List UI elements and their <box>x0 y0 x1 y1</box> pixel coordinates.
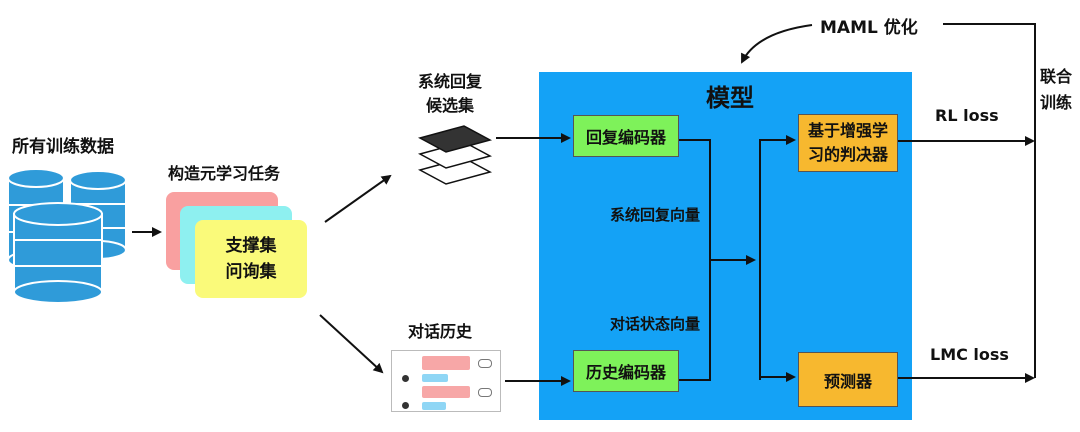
chat-snippet-icon <box>391 350 501 412</box>
support-set-label: 支撑集 <box>225 236 277 256</box>
joint-training-line1: 联合 <box>1039 67 1072 86</box>
bot-avatar-icon <box>478 388 492 397</box>
all-data-label: 所有训练数据 <box>12 137 114 157</box>
history-encoder-box: 历史编码器 <box>573 350 679 392</box>
rl-loss-label: RL loss <box>935 106 999 125</box>
chat-bubble <box>422 374 448 382</box>
arrow <box>741 24 813 64</box>
model-title: 模型 <box>706 84 754 112</box>
bot-avatar-icon <box>478 359 492 368</box>
feedback-line <box>943 23 1036 378</box>
lmc-loss-label: LMC loss <box>930 345 1009 364</box>
query-set-label: 问询集 <box>225 262 277 282</box>
response-encoder-box: 回复编码器 <box>573 115 679 157</box>
chat-bubble <box>422 356 470 370</box>
response-vector-label: 系统回复向量 <box>610 206 701 224</box>
chat-bubble <box>422 402 446 410</box>
arrow <box>324 174 392 223</box>
discriminator-line2: 习的判决器 <box>807 145 888 164</box>
arrow <box>759 135 796 380</box>
discriminator-box: 基于增强学 习的判决器 <box>798 114 898 172</box>
response-candidates-line2: 候选集 <box>425 96 474 115</box>
merge-line <box>679 139 711 381</box>
user-avatar-icon <box>402 375 409 382</box>
task-card-front: 支撑集 问询集 <box>195 220 307 298</box>
dialog-history-label: 对话历史 <box>408 322 473 341</box>
maml-label: MAML 优化 <box>820 18 918 38</box>
build-task-label: 构造元学习任务 <box>168 164 281 183</box>
response-candidates-line1: 系统回复 <box>417 72 482 91</box>
user-avatar-icon <box>402 402 409 409</box>
discriminator-line1: 基于增强学 <box>807 121 888 140</box>
predictor-box: 预测器 <box>798 352 898 407</box>
chat-bubble <box>422 386 470 398</box>
state-vector-label: 对话状态向量 <box>610 315 701 333</box>
joint-training-line2: 训练 <box>1039 93 1072 112</box>
arrow <box>319 314 384 374</box>
